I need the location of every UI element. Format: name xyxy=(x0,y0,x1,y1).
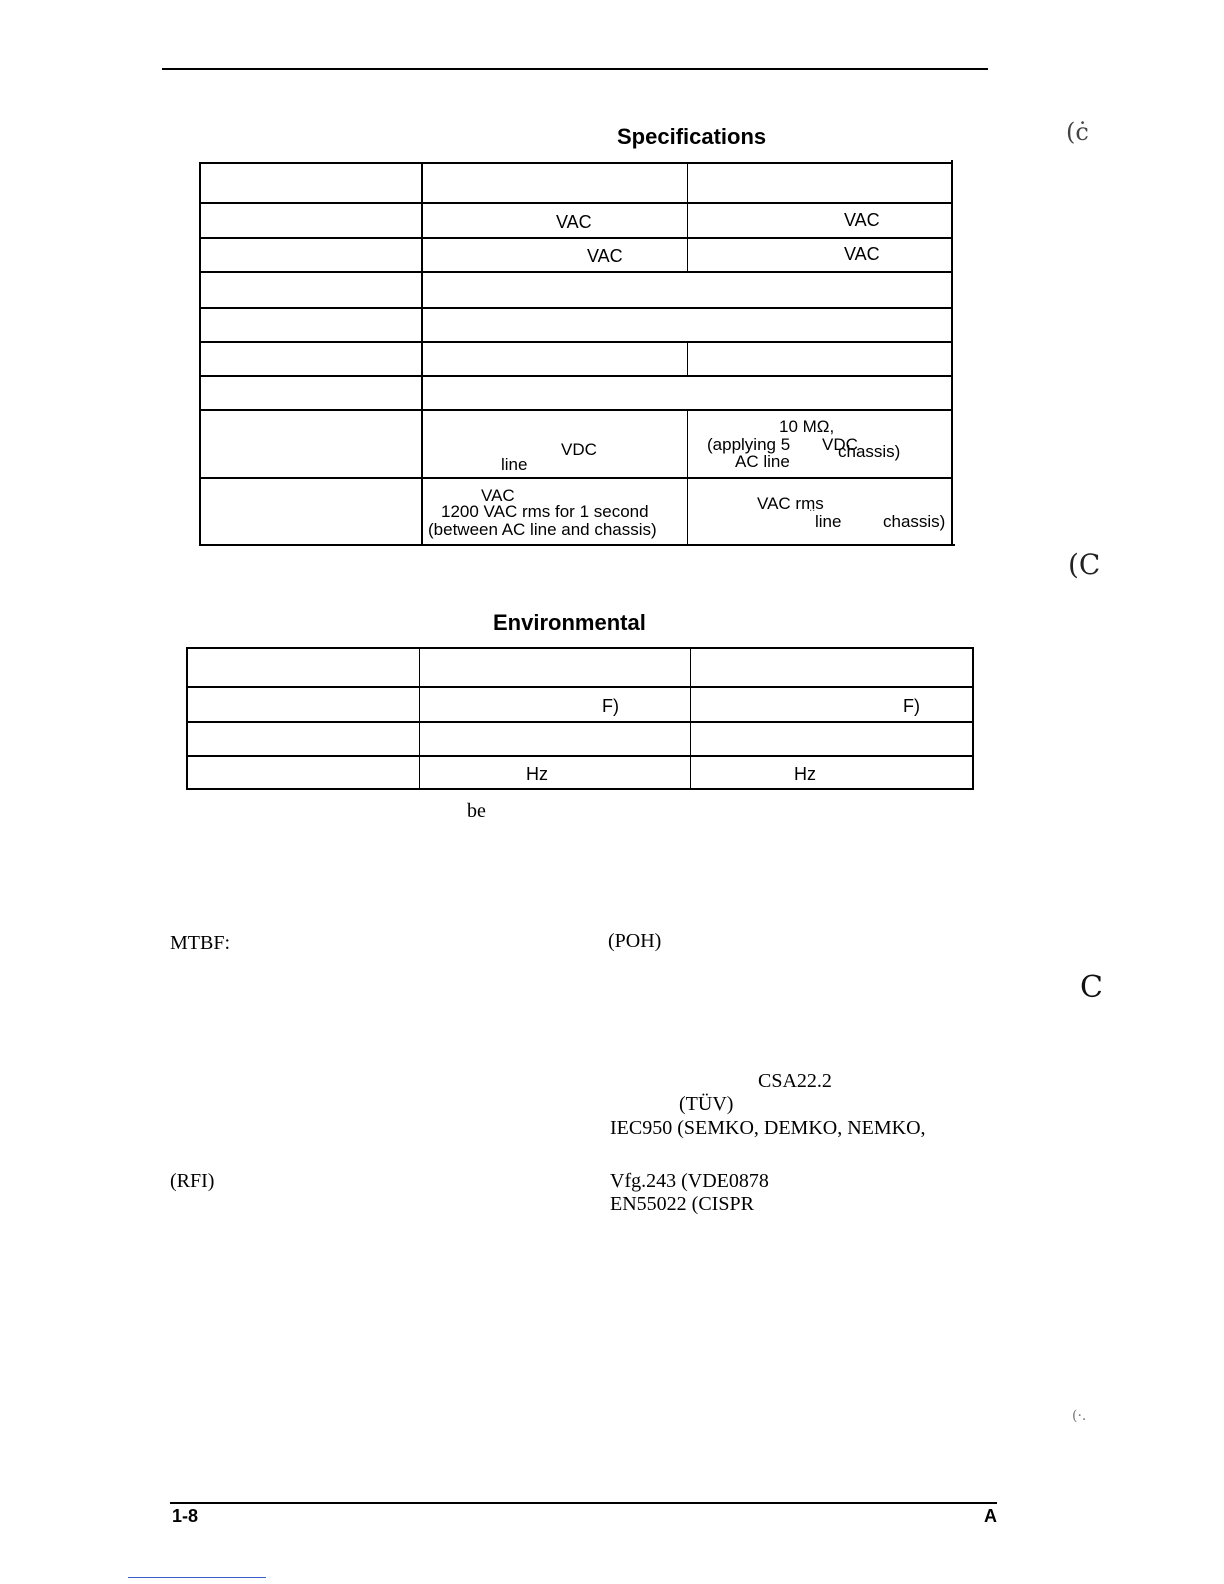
safety-iec: IEC950 (SEMKO, DEMKO, NEMKO, xyxy=(610,1117,926,1139)
specifications-title: Specifications xyxy=(617,124,767,149)
insulation-right-resistance: 10 MΩ, xyxy=(779,417,835,436)
env-row3-col1: Hz xyxy=(526,764,548,784)
insulation-right-applying: (applying 5 xyxy=(707,435,791,454)
environmental-note: be xyxy=(467,800,486,822)
safety-tuv: (TÜV) xyxy=(679,1093,734,1115)
insulation-right-acline: AC line xyxy=(735,452,790,471)
header-rule xyxy=(162,68,988,70)
footer-right-letter: A xyxy=(984,1506,997,1526)
spec-row1-col1: VAC xyxy=(556,212,592,232)
dielectric-left-rms: 1200 VAC rms for 1 second xyxy=(441,502,649,521)
binder-hole-mark: (ċ xyxy=(1066,118,1089,146)
env-row1-col2: F) xyxy=(903,696,920,716)
dielectric-right-chassis: chassis) xyxy=(883,512,946,531)
rfi-vfg: Vfg.243 (VDE0878 xyxy=(610,1170,769,1192)
bottom-blue-line xyxy=(128,1577,266,1578)
dielectric-right-vacrms: VAC rms xyxy=(757,494,824,513)
insulation-right-vdc: VDC xyxy=(822,435,858,454)
dielectric-right-line: line xyxy=(815,512,842,531)
insulation-left-vdc: VDC xyxy=(561,440,597,459)
scan-speck: ·· xyxy=(809,506,816,517)
rfi-label: (RFI) xyxy=(170,1170,215,1192)
safety-csa: CSA22.2 xyxy=(758,1070,832,1092)
mtbf-poh: (POH) xyxy=(608,930,662,952)
dielectric-left-vac: VAC xyxy=(481,486,515,505)
spec-row2-col2: VAC xyxy=(844,244,880,264)
insulation-right-chassis: chassis) xyxy=(838,442,901,461)
page-number: 1-8 xyxy=(172,1506,199,1526)
spec-row1-col2: VAC xyxy=(844,210,880,230)
environmental-title: Environmental xyxy=(493,610,646,635)
binder-hole-mark: (C xyxy=(1068,548,1101,581)
rfi-en: EN55022 (CISPR xyxy=(610,1193,754,1215)
footer-rule xyxy=(170,1502,997,1504)
dielectric-left-between: (between AC line and chassis) xyxy=(428,520,657,539)
env-row3-col2: Hz xyxy=(794,764,816,784)
mtbf-label: MTBF: xyxy=(170,932,231,954)
binder-hole-mark: C xyxy=(1080,970,1103,1005)
binder-hole-mark: (·. xyxy=(1072,1408,1087,1424)
spec-row2-col1: VAC xyxy=(587,246,623,266)
env-row1-col1: F) xyxy=(602,696,619,716)
insulation-left-line: line xyxy=(501,455,528,474)
